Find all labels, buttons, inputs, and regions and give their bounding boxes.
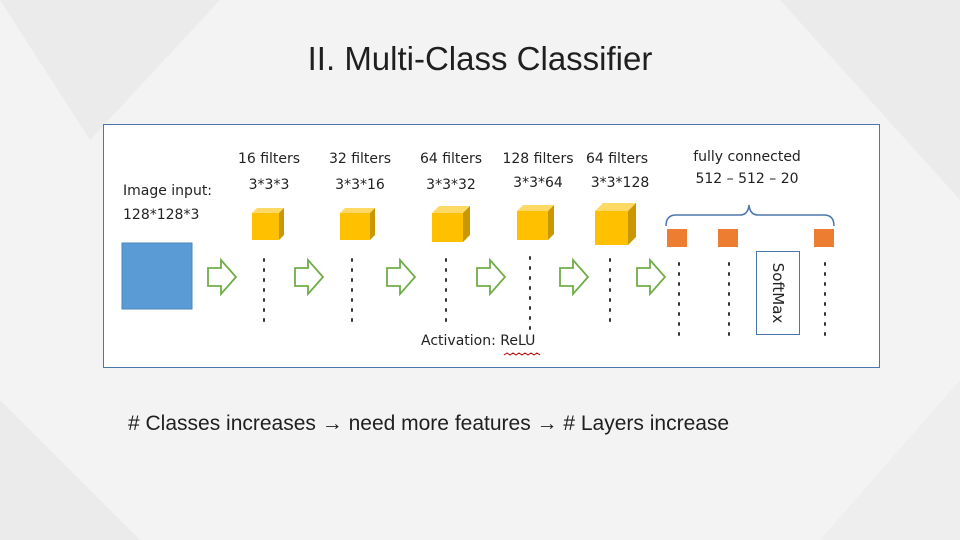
filter-cube-2 <box>340 208 375 240</box>
conv3-filters-label: 64 filters <box>419 151 483 167</box>
slide-caption: # Classes increases → need more features… <box>128 412 730 435</box>
filter-cube-3 <box>432 206 470 242</box>
architecture-drawing <box>121 203 835 356</box>
flow-arrow-2 <box>294 257 325 297</box>
input-label-line2: 128*128*3 <box>123 207 200 223</box>
activation-label-value: ReLU <box>500 333 536 349</box>
conv4-filters-label: 128 filters <box>502 151 574 167</box>
filter-cube-1 <box>252 208 284 240</box>
relu-squiggle <box>503 352 541 356</box>
fc-node-3 <box>814 229 834 247</box>
filter-cube-5 <box>595 203 636 245</box>
conv3-kernel-label: 3*3*32 <box>426 177 476 193</box>
fc-label-line2: 512 – 512 – 20 <box>695 171 799 187</box>
conv1-kernel-label: 3*3*3 <box>248 177 290 193</box>
fc-node-2 <box>718 229 738 247</box>
softmax-box: SoftMax <box>756 251 800 335</box>
conv2-kernel-label: 3*3*16 <box>335 177 385 193</box>
conv5-kernel-label: 3*3*128 <box>590 175 650 191</box>
flow-arrow-4 <box>476 257 507 297</box>
input-image-square <box>121 242 193 310</box>
flow-arrow-3 <box>386 257 417 297</box>
slide-title: II. Multi-Class Classifier <box>307 40 653 77</box>
fc-node-1 <box>667 229 687 247</box>
flow-arrow-6 <box>636 257 667 297</box>
flow-arrow-5 <box>559 257 590 297</box>
conv1-filters-label: 16 filters <box>237 151 301 167</box>
filter-cube-4 <box>517 205 554 240</box>
fc-brace <box>665 204 835 227</box>
fc-label-line1: fully connected <box>693 149 801 165</box>
activation-label-prefix: Activation: <box>421 333 501 349</box>
conv2-filters-label: 32 filters <box>328 151 392 167</box>
flow-arrow-1 <box>207 257 238 297</box>
conv4-kernel-label: 3*3*64 <box>513 175 563 191</box>
conv5-filters-label: 64 filters <box>585 151 649 167</box>
softmax-label: SoftMax <box>769 262 787 324</box>
cnn-architecture-figure: Image input: 128*128*3 16 filters 3*3*3 … <box>103 124 880 368</box>
activation-label: Activation: ReLU <box>421 333 535 349</box>
input-label-line1: Image input: <box>123 183 213 199</box>
